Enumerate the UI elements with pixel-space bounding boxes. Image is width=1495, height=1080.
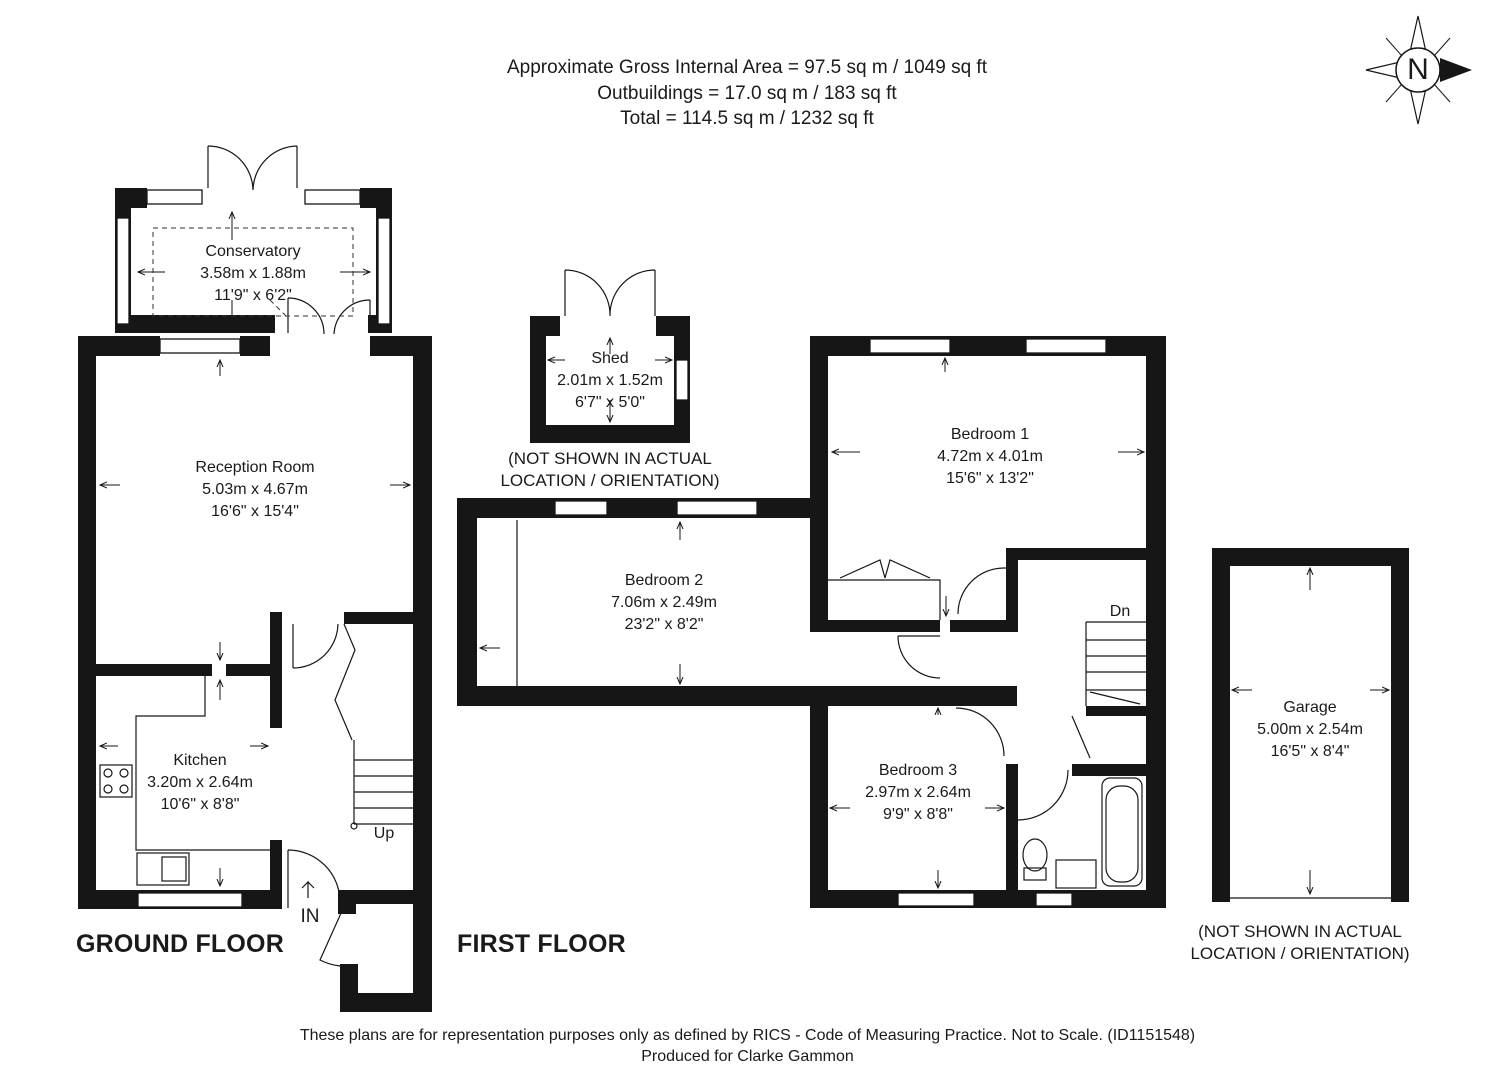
reception-metric: 5.03m x 4.67m	[202, 481, 308, 498]
garage-imperial: 16'5" x 8'4"	[1270, 743, 1350, 760]
kitchen-imperial: 10'6" x 8'8"	[160, 796, 240, 813]
footer-producer: Produced for Clarke Gammon	[641, 1048, 854, 1065]
outbuildings-area: Outbuildings = 17.0 sq m / 183 sq ft	[597, 83, 897, 104]
shed-metric: 2.01m x 1.52m	[557, 372, 663, 389]
shed-note-line2: LOCATION / ORIENTATION)	[500, 471, 720, 490]
bedroom2-name: Bedroom 2	[624, 572, 704, 589]
entrance-label: IN	[300, 906, 320, 927]
garage-name: Garage	[1283, 699, 1337, 716]
reception-imperial: 16'6" x 15'4"	[211, 503, 299, 520]
bedroom2-metric: 7.06m x 2.49m	[611, 594, 717, 611]
bedroom2-imperial: 23'2" x 8'2"	[624, 616, 704, 633]
bedroom1-imperial: 15'6" x 13'2"	[946, 470, 1034, 487]
total-area: Total = 114.5 sq m / 1232 sq ft	[620, 108, 874, 129]
gross-internal-area: Approximate Gross Internal Area = 97.5 s…	[506, 57, 987, 78]
garage-plan	[1212, 548, 1409, 902]
garage-note-line2: LOCATION / ORIENTATION)	[1190, 944, 1410, 963]
compass-north-label: N	[1407, 53, 1429, 86]
stairs-down-label: Dn	[1109, 603, 1131, 620]
first-floor-plan	[457, 336, 1166, 908]
bedroom3-name: Bedroom 3	[878, 762, 958, 779]
shed-name: Shed	[591, 350, 629, 367]
reception-name: Reception Room	[195, 459, 315, 476]
shed-imperial: 6'7" x 5'0"	[575, 394, 645, 411]
conservatory-name: Conservatory	[205, 243, 301, 260]
conservatory-imperial: 11'9" x 6'2"	[214, 287, 292, 304]
bedroom3-metric: 2.97m x 2.64m	[865, 784, 971, 801]
ground-floor-plan	[78, 145, 432, 1012]
garage-note-line1: (NOT SHOWN IN ACTUAL	[1198, 922, 1402, 941]
compass-rose-icon	[1365, 15, 1472, 125]
footer-disclaimer: These plans are for representation purpo…	[299, 1027, 1196, 1044]
shed-plan	[530, 269, 690, 443]
kitchen-name: Kitchen	[173, 752, 227, 769]
conservatory-metric: 3.58m x 1.88m	[200, 265, 306, 282]
bedroom1-metric: 4.72m x 4.01m	[937, 448, 1043, 465]
first-floor-title: FIRST FLOOR	[457, 930, 626, 958]
stairs-up-label: Up	[373, 825, 395, 842]
kitchen-metric: 3.20m x 2.64m	[147, 774, 253, 791]
garage-metric: 5.00m x 2.54m	[1257, 721, 1363, 738]
bedroom1-name: Bedroom 1	[950, 426, 1030, 443]
shed-note-line1: (NOT SHOWN IN ACTUAL	[508, 449, 712, 468]
ground-floor-title: GROUND FLOOR	[76, 930, 284, 958]
bedroom3-imperial: 9'9" x 8'8"	[883, 806, 953, 823]
